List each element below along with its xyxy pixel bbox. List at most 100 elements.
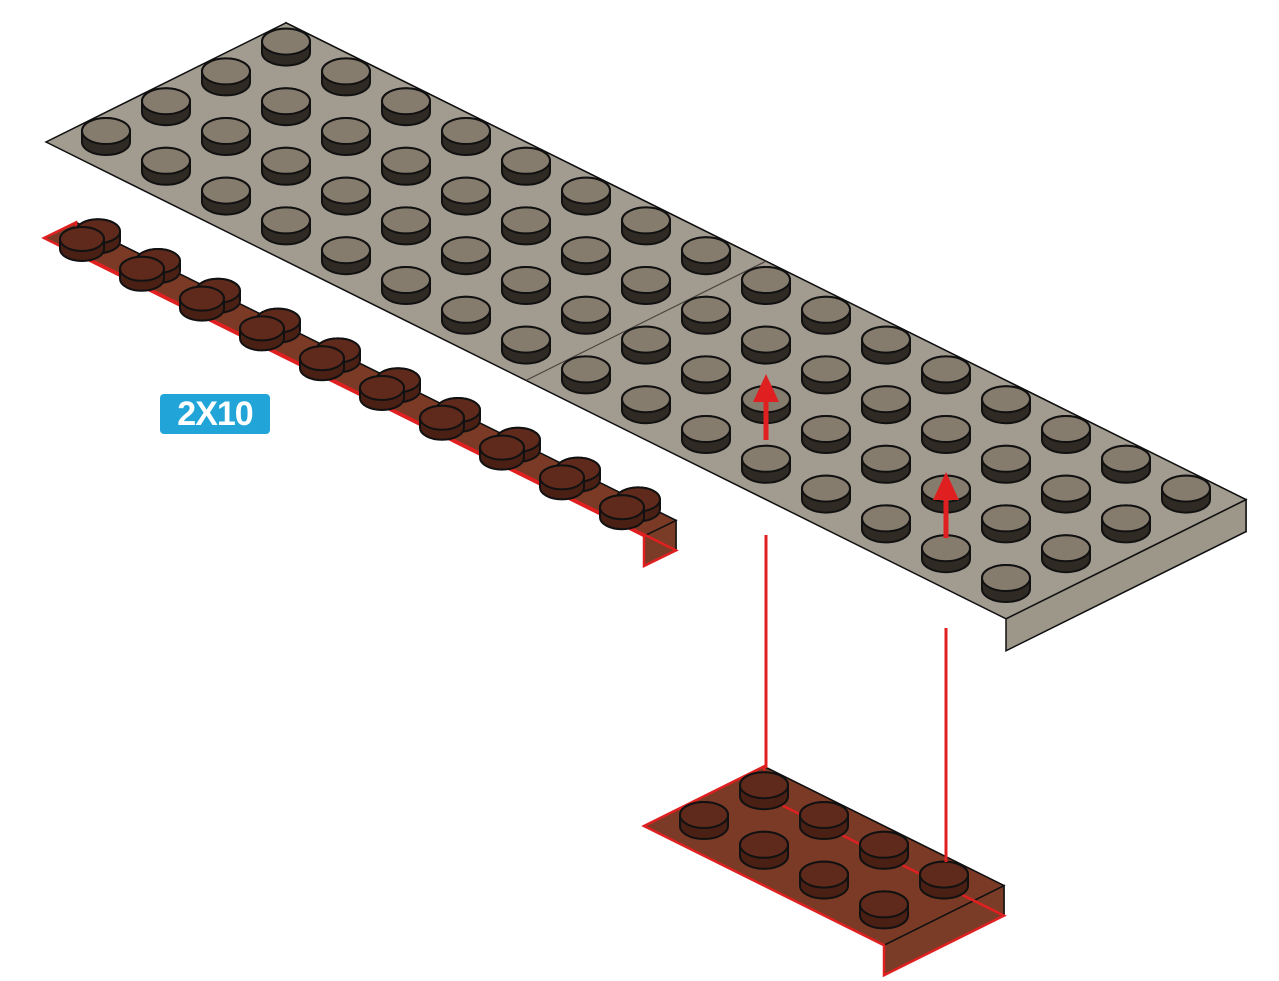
stud-top: [322, 178, 370, 204]
small-plate-2x4: [644, 766, 1004, 975]
stud-top: [982, 505, 1030, 531]
stud-top: [682, 237, 730, 263]
stud: [502, 267, 550, 304]
stud-top: [862, 446, 910, 472]
stud-top: [562, 356, 610, 382]
stud: [800, 862, 848, 899]
stud: [862, 446, 910, 483]
stud: [562, 237, 610, 274]
stud-top: [262, 88, 310, 114]
stud-top: [740, 832, 788, 858]
stud-top: [142, 88, 190, 114]
stud-top: [862, 386, 910, 412]
stud-top: [120, 257, 164, 281]
stud: [120, 257, 164, 291]
stud-top: [982, 565, 1030, 591]
stud: [1042, 476, 1090, 513]
stud-top: [862, 505, 910, 531]
stud: [622, 386, 670, 423]
stud: [502, 207, 550, 244]
stud: [202, 178, 250, 215]
stud-top: [60, 227, 104, 251]
stud-top: [1042, 416, 1090, 442]
stud: [322, 118, 370, 155]
stud-top: [860, 832, 908, 858]
stud-top: [442, 297, 490, 323]
stud: [740, 772, 788, 809]
stud-top: [382, 207, 430, 233]
stud-top: [442, 237, 490, 263]
stud: [142, 88, 190, 125]
stud-top: [802, 297, 850, 323]
stud-top: [1102, 446, 1150, 472]
stud-top: [562, 178, 610, 204]
stud: [862, 327, 910, 364]
stud: [802, 297, 850, 334]
stud-top: [982, 386, 1030, 412]
stud-top: [680, 802, 728, 828]
stud-top: [442, 118, 490, 144]
stud: [600, 495, 644, 529]
stud: [442, 237, 490, 274]
stud: [802, 356, 850, 393]
stud: [802, 416, 850, 453]
stud: [622, 267, 670, 304]
stud-top: [742, 267, 790, 293]
piece-size-label: 2X10: [160, 394, 270, 434]
stud: [322, 237, 370, 274]
stud: [682, 356, 730, 393]
stud: [382, 207, 430, 244]
stud: [682, 237, 730, 274]
stud-top: [1162, 476, 1210, 502]
stud-top: [480, 436, 524, 460]
stud-top: [600, 495, 644, 519]
stud: [622, 327, 670, 364]
stud: [800, 802, 848, 839]
stud: [180, 287, 224, 321]
stud-top: [262, 207, 310, 233]
stud-top: [862, 327, 910, 353]
stud: [262, 207, 310, 244]
stud: [742, 446, 790, 483]
stud: [1042, 535, 1090, 572]
stud-top: [382, 148, 430, 174]
stud: [502, 148, 550, 185]
stud: [982, 565, 1030, 602]
stud: [1162, 476, 1210, 513]
stud: [420, 406, 464, 440]
stud: [920, 862, 968, 899]
stud: [1102, 505, 1150, 542]
stud: [360, 376, 404, 410]
stud-top: [382, 88, 430, 114]
stud: [922, 535, 970, 572]
stud-top: [420, 406, 464, 430]
stud-top: [202, 58, 250, 84]
stud-top: [622, 327, 670, 353]
stud: [860, 832, 908, 869]
stud-top: [682, 297, 730, 323]
stud-top: [502, 267, 550, 293]
stud: [540, 465, 584, 499]
stud-top: [322, 58, 370, 84]
stud: [60, 227, 104, 261]
stud-top: [860, 891, 908, 917]
stud-top: [740, 772, 788, 798]
stud-top: [142, 148, 190, 174]
stud-top: [180, 287, 224, 311]
stud-top: [802, 476, 850, 502]
stud: [860, 891, 908, 928]
stud: [802, 476, 850, 513]
stud: [322, 178, 370, 215]
stud: [922, 416, 970, 453]
stud: [202, 58, 250, 95]
stud: [382, 267, 430, 304]
stud-top: [502, 148, 550, 174]
stud-top: [1102, 505, 1150, 531]
stud: [562, 297, 610, 334]
stud: [742, 327, 790, 364]
stud-top: [742, 446, 790, 472]
stud: [862, 386, 910, 423]
stud: [682, 416, 730, 453]
stud-top: [360, 376, 404, 400]
